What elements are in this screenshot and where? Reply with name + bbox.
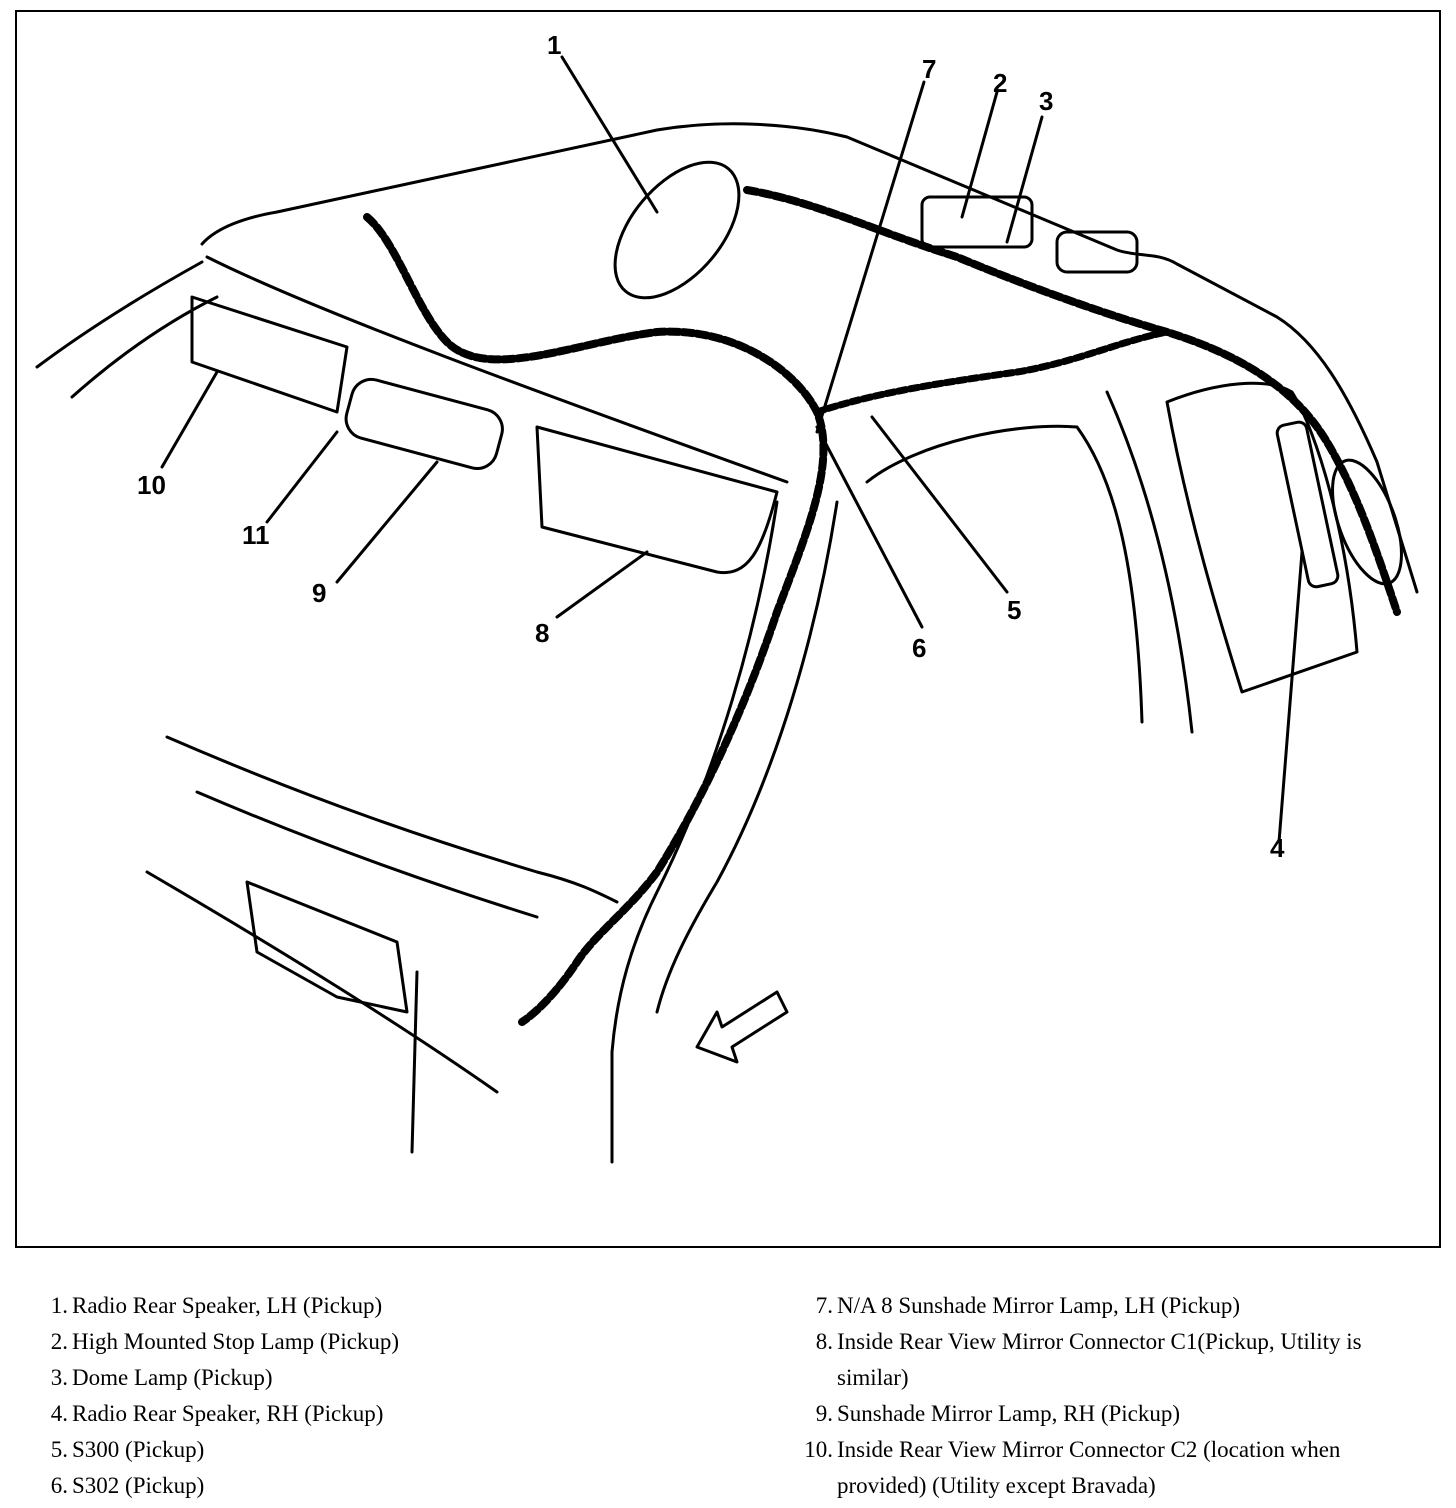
leader-8: [555, 550, 649, 619]
legend-text: Inside Rear View Mirror Connector C1(Pic…: [837, 1329, 1362, 1390]
legend-item: 4.Radio Rear Speaker, RH (Pickup): [38, 1396, 758, 1432]
cowl-mid: [195, 790, 539, 919]
sunshade-left: [190, 295, 349, 414]
legend-text: Dome Lamp (Pickup): [72, 1365, 273, 1390]
rh-speaker: [1331, 458, 1403, 586]
leader-11: [265, 430, 339, 524]
legend-item: 9.Sunshade Mirror Lamp, RH (Pickup): [795, 1396, 1435, 1432]
legend-item: 1.Radio Rear Speaker, LH (Pickup): [38, 1288, 758, 1324]
leader-7: [815, 80, 926, 434]
legend-text: Inside Rear View Mirror Connector C2 (lo…: [837, 1437, 1341, 1498]
legend-number: 9.: [815, 1401, 833, 1426]
callout-2: 2: [993, 68, 1007, 98]
door-window-front: [865, 424, 1144, 724]
dome-lamp: [1055, 230, 1139, 274]
roof-outline: [200, 122, 1419, 594]
legend-item: 8.Inside Rear View Mirror Connector C1(P…: [795, 1324, 1435, 1396]
roof-inner-edge: [205, 255, 789, 484]
legend-number: 2.: [50, 1329, 68, 1354]
front-arrow: [695, 990, 789, 1064]
legend-item: 5.S300 (Pickup): [38, 1432, 758, 1468]
legend-item: 10.Inside Rear View Mirror Connector C2 …: [795, 1432, 1435, 1504]
callout-1: 1: [547, 30, 561, 60]
lh-speaker: [613, 160, 741, 300]
stop-lamp: [920, 195, 1034, 249]
legend-item: 7.N/A 8 Sunshade Mirror Lamp, LH (Pickup…: [795, 1288, 1435, 1324]
cowl-top: [165, 735, 619, 904]
legend-number: 8.: [815, 1329, 833, 1354]
legend-text: S302 (Pickup): [72, 1473, 205, 1498]
sunshade-right: [535, 425, 779, 575]
callout-3: 3: [1039, 86, 1053, 116]
callout-11: 11: [242, 520, 270, 550]
front-harness: [363, 213, 828, 1026]
cowl-lower: [145, 870, 499, 1094]
legend-text: High Mounted Stop Lamp (Pickup): [72, 1329, 400, 1354]
legend-item: 6.S302 (Pickup): [38, 1468, 758, 1504]
a-pillar-inner: [655, 500, 839, 1014]
leader-1: [560, 55, 659, 214]
right-speaker-panel: [1275, 420, 1340, 589]
legend-left-column: 1.Radio Rear Speaker, LH (Pickup) 2.High…: [38, 1288, 758, 1504]
legend-item: 2.High Mounted Stop Lamp (Pickup): [38, 1324, 758, 1360]
callout-9: 9: [312, 578, 326, 608]
leader-2: [960, 90, 999, 219]
callout-6: 6: [912, 633, 926, 663]
legend-text: N/A 8 Sunshade Mirror Lamp, LH (Pickup): [837, 1293, 1241, 1318]
harness-illustration: 1 2 3 4 5 6 7 8 9 10 11: [35, 30, 1419, 1164]
door-window-rear: [1165, 381, 1359, 694]
legend: 1.Radio Rear Speaker, LH (Pickup) 2.High…: [0, 1288, 1456, 1508]
leader-5: [870, 415, 1009, 594]
callout-10: 10: [137, 470, 166, 500]
leader-3: [1005, 115, 1044, 244]
legend-number: 1.: [50, 1293, 68, 1318]
legend-text: Radio Rear Speaker, LH (Pickup): [72, 1293, 383, 1318]
rear-view-mirror: [344, 377, 504, 470]
legend-text: Radio Rear Speaker, RH (Pickup): [72, 1401, 384, 1426]
leader-4: [1277, 550, 1304, 844]
cowl-bracket: [245, 880, 409, 1014]
legend-item: 3.Dome Lamp (Pickup): [38, 1360, 758, 1396]
leader-6: [815, 425, 924, 629]
callout-5: 5: [1007, 595, 1021, 625]
vertical-lead: [410, 970, 419, 1154]
legend-right-column: 7.N/A 8 Sunshade Mirror Lamp, LH (Pickup…: [795, 1288, 1435, 1504]
left-pillar-inner: [70, 295, 219, 399]
legend-number: 7.: [815, 1293, 833, 1318]
callout-7: 7: [922, 54, 936, 84]
legend-number: 10.: [804, 1437, 833, 1462]
leader-9: [335, 460, 439, 584]
door-line: [1105, 390, 1194, 734]
legend-number: 3.: [50, 1365, 68, 1390]
callout-8: 8: [535, 618, 549, 648]
legend-text: Sunshade Mirror Lamp, RH (Pickup): [837, 1401, 1181, 1426]
diagram-frame: 1 2 3 4 5 6 7 8 9 10 11: [15, 10, 1441, 1248]
legend-number: 4.: [50, 1401, 68, 1426]
roof-harness: [743, 186, 1401, 616]
legend-text: S300 (Pickup): [72, 1437, 205, 1462]
side-harness: [813, 328, 1171, 416]
callout-4: 4: [1270, 833, 1285, 863]
leader-10: [160, 370, 219, 469]
legend-number: 6.: [50, 1473, 68, 1498]
left-pillar-outer: [35, 260, 204, 369]
a-pillar: [610, 500, 779, 1164]
legend-number: 5.: [50, 1437, 68, 1462]
